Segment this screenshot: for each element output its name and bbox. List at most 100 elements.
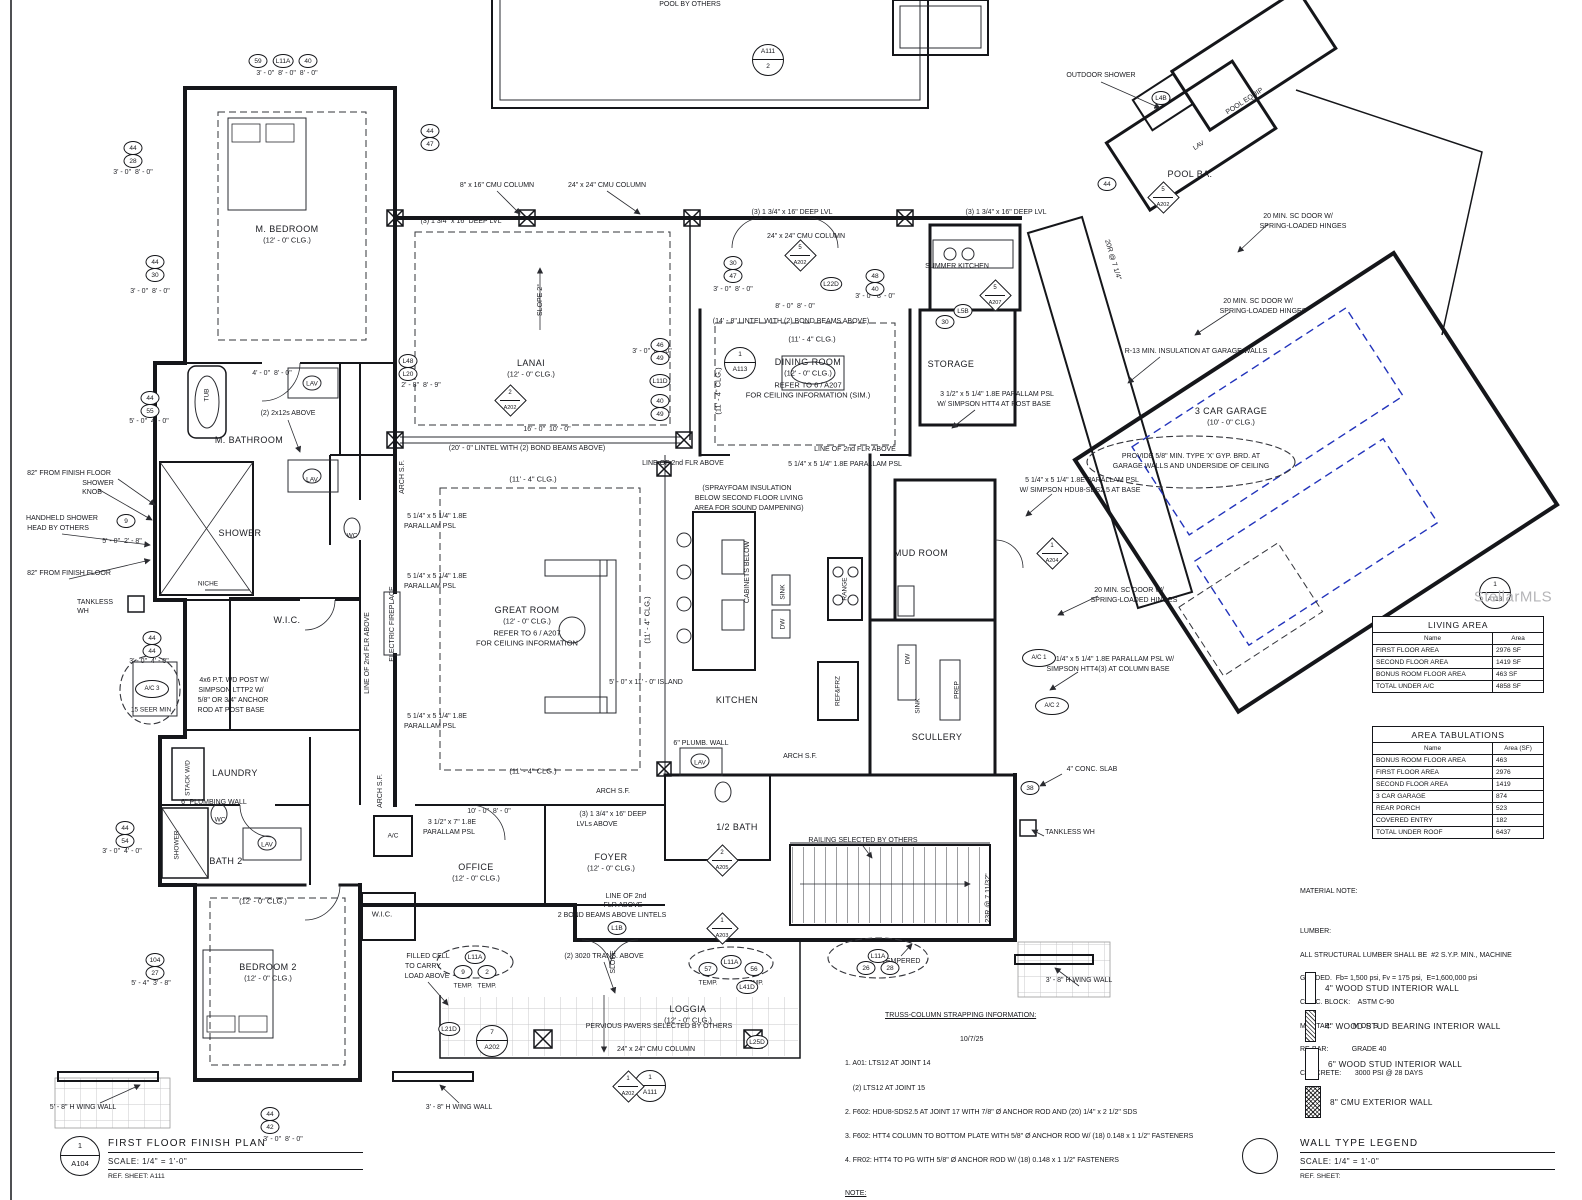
plan-label: STORAGE [927,358,975,369]
plan-label: 20 MIN. SC DOOR W/ [1094,586,1164,594]
window-door-tag: 28 [123,154,143,168]
plan-title: FIRST FLOOR FINISH PLAN [108,1138,363,1153]
plan-label: 5 1/4" x 5 1/4" 1.8E [407,712,467,720]
legend-scale: SCALE: 1/4" = 1'-0" [1300,1153,1555,1170]
row-name: 3 CAR GARAGE [1376,793,1426,800]
plan-label: LAUNDRY [212,767,258,778]
window-door-tag: 44 [123,141,143,155]
plan-label: GARAGE WALLS AND UNDERSIDE OF CEILING [1112,462,1270,470]
plan-label: DINING ROOM [774,356,842,367]
plan-label: 1/2 BATH [716,821,758,832]
window-door-tag: 30 [723,256,743,270]
plan-label: 20R @ 7 1/4" [1103,238,1122,281]
plan-label: (20' - 0" LINTEL WITH (2) BOND BEAMS ABO… [448,444,606,452]
area-tabulations-table: AREA TABULATIONS Name Area (SF) BONUS RO… [1372,726,1544,839]
plan-label: W.I.C. [273,614,301,625]
plan-label: SHOWER [218,527,262,538]
callout-number: 1 [626,1076,630,1082]
plan-label: POOL EQUIP [1224,86,1265,117]
strapping-item: (2) LTS12 AT JOINT 15 [845,1084,926,1092]
plan-label: TANKLESS WH [1045,828,1095,836]
strapping-title: TRUSS-COLUMN STRAPPING INFORMATION: [885,1012,1037,1019]
window-door-tag: 44 [145,255,165,269]
plan-label: LINE OF 2nd [605,892,647,900]
callout-number: 5 [993,285,997,291]
plan-label: DW [904,653,912,665]
plan-label: (3) 1 3/4" x 16" DEEP [579,810,647,818]
plan-label: FOR CEILING INFORMATION [476,638,578,648]
plan-label: 4" CONC. SLAB [1066,765,1118,773]
legend-label: 8" CMU EXTERIOR WALL [1330,1097,1433,1107]
plan-label: FLR ABOVE [603,901,643,909]
plan-label: TEMP. [477,982,497,990]
col-name: Name [1423,635,1442,642]
plan-label: AREA FOR SOUND DAMPENING) [694,504,804,512]
legend-item-6in-stud: 6" WOOD STUD INTERIOR WALL [1305,1048,1462,1080]
callout-number: 7 [477,1026,507,1041]
row-name: COVERED ENTRY [1376,817,1433,824]
plan-label: W.I.C. [371,909,393,919]
window-door-tag: 40 [650,394,670,408]
strapping-notes: TRUSS-COLUMN STRAPPING INFORMATION: 10/7… [845,998,1245,1200]
callout-number: 1 [1050,543,1054,549]
plan-label: 5' - 8" H WING WALL [49,1103,117,1111]
plan-label: POOL BY OTHERS [659,0,721,8]
callout-number: A111 [753,45,783,60]
ac-unit-tag: A/C 3 [135,680,169,698]
callout-number: 1 [1480,578,1510,593]
window-door-tag: 48 [865,269,885,283]
callout-sheet: A205 [715,865,729,871]
window-door-tag: 42 [260,1120,280,1134]
row-area: 6437 [1492,827,1543,838]
window-door-tag: 55 [140,404,160,418]
plan-label: M. BEDROOM [255,223,319,234]
window-door-tag: L11D [649,374,671,388]
plan-label: 15 SEER MIN. [130,706,174,714]
plan-label: 5 1/4" x 5 1/4" 1.8E PARALLAM PSL [788,460,902,468]
legend-title: WALL TYPE LEGEND [1300,1138,1555,1153]
plan-label: 6" PLUMB. WALL [673,739,729,747]
plan-label: (11' - 4" CLG.) [509,766,557,776]
plan-label: POOL BA. [1167,168,1213,179]
window-door-tag: 40 [298,54,318,68]
ac-unit-tag: A/C 2 [1035,697,1069,715]
plan-label: (12' - 0" CLG.) [784,368,832,378]
plan-label: GREAT ROOM [494,604,560,615]
plan-label: ARCH S.F. [398,460,406,494]
plan-label: 5 1/4" x 5 1/4" 1.8E [407,572,467,580]
row-area: 1419 [1492,779,1543,790]
callout-sheet: A202 [503,405,517,411]
plan-label: (2) 2x12s ABOVE [260,409,316,417]
window-door-tag: L25D [746,1035,768,1049]
plan-label: 82" FROM FINISH FLOOR [27,569,111,577]
window-door-tag: 47 [420,137,440,151]
window-door-tag: 44 [420,124,440,138]
plan-label: REF&FRZ [834,676,842,706]
plan-label: (3) 1 3/4" x 16" DEEP LVL [751,208,833,216]
plan-label: TO CARRY [405,962,441,970]
window-door-tag: 56 [744,962,764,976]
callout-sheet: A207 [988,300,1002,306]
plan-label: FILLED CELL [406,952,450,960]
plan-label: 2' - 8" 8' - 9" [401,381,441,389]
plan-label: 3' - 8" H WING WALL [425,1103,493,1111]
plan-label: (12' - 0" CLG.) [507,369,555,379]
window-door-tag: 38 [1020,781,1040,795]
plan-label: PERVIOUS PAVERS SELECTED BY OTHERS [585,1022,733,1030]
callout-sheet: 2 [766,63,770,70]
plan-label: TEMP. [453,982,473,990]
plan-label: MUD ROOM [893,547,949,558]
plan-label: HANDHELD SHOWER [26,514,98,522]
strapping-item: 4. FR02: HTT4 TO PG WITH 5/8" Ø ANCHOR R… [845,1157,1119,1165]
wall-symbol-8in-cmu [1305,1086,1321,1118]
window-door-tag: 44 [140,391,160,405]
plan-label: KNOB [82,488,102,496]
plan-label: 3' - 0" 8' - 0" 8' - 0" [256,69,318,77]
plan-label: SPRING-LOADED HINGES [1219,307,1307,315]
plan-label: 16' - 0" 10' - 0" [523,425,571,433]
